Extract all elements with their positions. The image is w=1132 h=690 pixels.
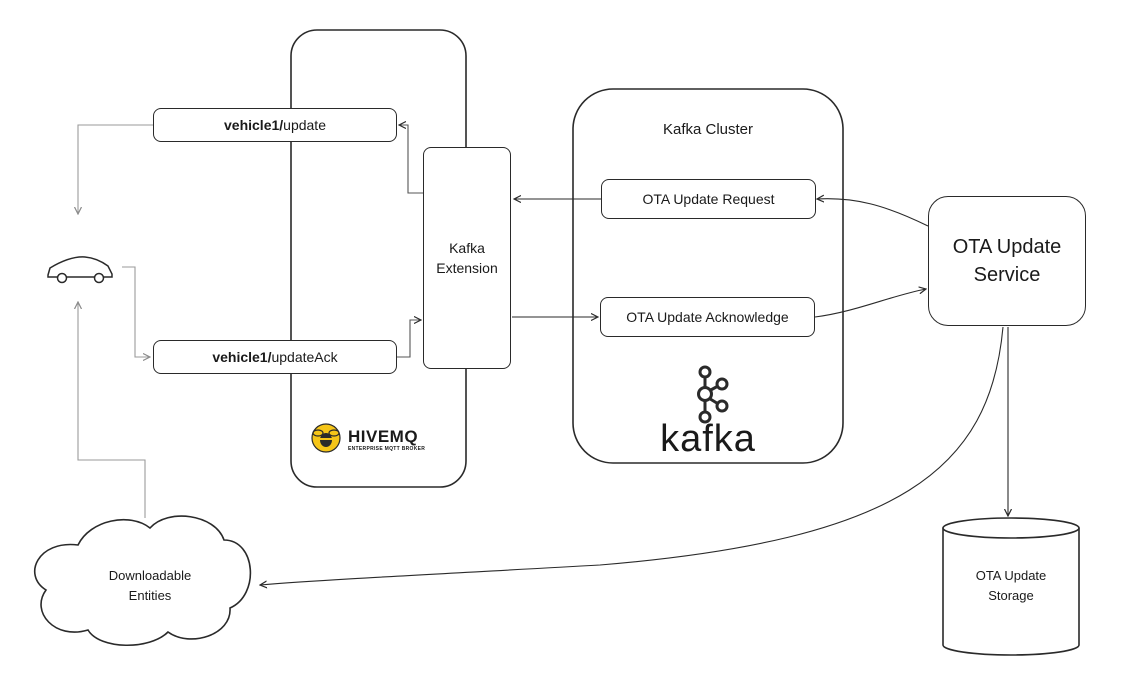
downloads-label-line2: Entities bbox=[128, 588, 172, 603]
kafka-cluster-container bbox=[572, 88, 844, 464]
downloadable-entities-label: Downloadable Entities bbox=[70, 566, 230, 606]
topic-suffix: update bbox=[283, 117, 326, 133]
ota-service-label-line2: Service bbox=[973, 264, 1041, 286]
kafka-extension-label-line2: Extension bbox=[436, 260, 498, 276]
extension-to-update-line bbox=[399, 125, 423, 194]
updateack-to-extension-line bbox=[397, 320, 421, 358]
kafka-extension-box[interactable]: Kafka Extension bbox=[423, 147, 511, 369]
kafka-extension-label-line1: Kafka bbox=[449, 240, 485, 256]
ack-to-service-arrow bbox=[814, 289, 926, 318]
topic-vehicle1-update[interactable]: vehicle1/update bbox=[153, 108, 397, 142]
ota-update-request-label: OTA Update Request bbox=[642, 191, 775, 207]
downloadable-entities-cloud bbox=[34, 515, 252, 647]
kafka-logo-text: kafka bbox=[660, 418, 756, 460]
ota-update-acknowledge-topic[interactable]: OTA Update Acknowledge bbox=[600, 297, 815, 337]
ota-update-service-box[interactable]: OTA Update Service bbox=[928, 196, 1086, 326]
service-to-request-arrow bbox=[817, 199, 929, 227]
kafka-cluster-title: Kafka Cluster bbox=[662, 121, 754, 138]
storage-label-line2: Storage bbox=[988, 588, 1034, 603]
ota-service-label-line1: OTA Update bbox=[952, 236, 1062, 258]
topic-prefix: vehicle1/ bbox=[212, 349, 272, 365]
storage-cylinder bbox=[942, 517, 1080, 656]
topic-prefix: vehicle1/ bbox=[224, 117, 284, 133]
hivemq-logo-tagline: ENTERPRISE MQTT BROKER bbox=[348, 446, 426, 452]
ota-update-acknowledge-label: OTA Update Acknowledge bbox=[626, 309, 789, 325]
downloads-label-line1: Downloadable bbox=[108, 568, 192, 583]
car-icon bbox=[47, 256, 113, 284]
bee-icon bbox=[311, 423, 341, 453]
hivemq-logo-text: HIVEMQ bbox=[348, 427, 419, 446]
ota-update-storage-label: OTA Update Storage bbox=[943, 566, 1079, 606]
topic-vehicle1-updateack[interactable]: vehicle1/updateAck bbox=[153, 340, 397, 374]
service-to-cloud-arrow bbox=[260, 326, 1004, 585]
topic-suffix: updateAck bbox=[271, 349, 338, 365]
kafka-icon bbox=[697, 365, 729, 424]
ota-update-request-topic[interactable]: OTA Update Request bbox=[601, 179, 816, 219]
storage-label-line1: OTA Update bbox=[975, 568, 1047, 583]
update-to-vehicle-line bbox=[78, 124, 153, 214]
cloud-to-vehicle-line bbox=[78, 302, 146, 518]
vehicle-to-updateack-line bbox=[122, 266, 150, 357]
